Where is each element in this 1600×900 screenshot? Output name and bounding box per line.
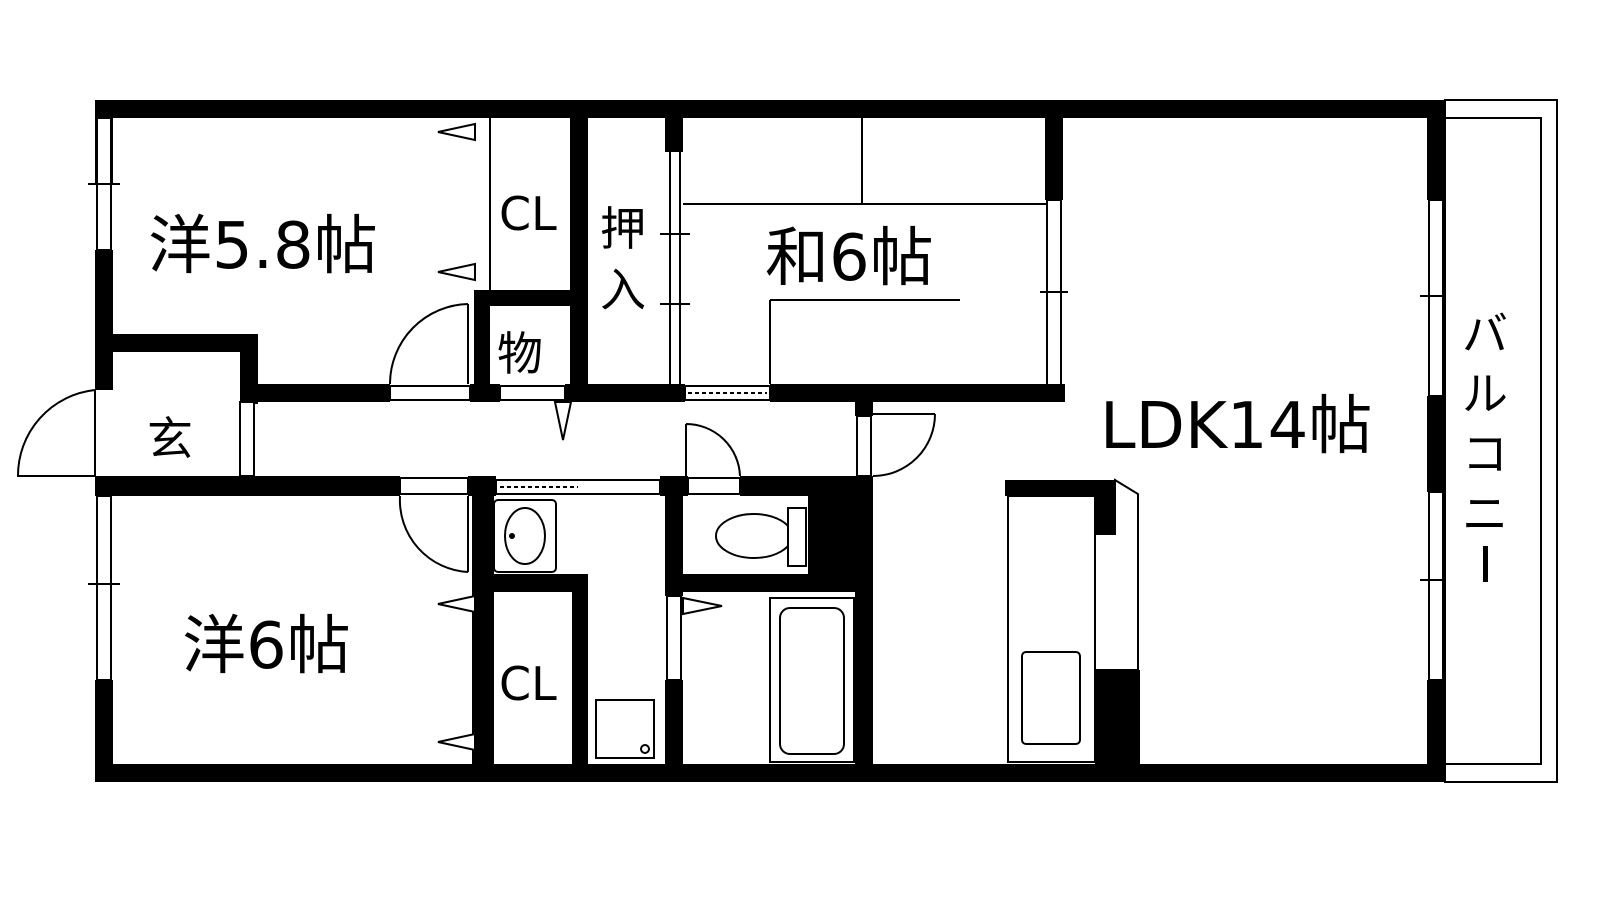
ldk-label: LDK14帖 xyxy=(1100,390,1372,464)
tatami xyxy=(683,118,1047,384)
closet-1-label: CL xyxy=(499,187,557,241)
balcony-char: ニ xyxy=(1462,487,1508,541)
closets xyxy=(489,118,690,764)
interior-walls xyxy=(95,100,1140,782)
windows xyxy=(88,117,1452,681)
western-room-1-label: 洋5.8帖 xyxy=(148,210,378,284)
balcony xyxy=(1444,99,1558,783)
doors xyxy=(16,122,936,752)
balcony-long-vowel xyxy=(1483,546,1488,582)
fixtures xyxy=(493,478,1139,763)
balcony-label: バ ル コ ニ xyxy=(1462,307,1508,582)
storage-label: 物 xyxy=(497,327,543,381)
closet-2-label: CL xyxy=(499,657,557,711)
balcony-char: バ xyxy=(1462,307,1508,361)
entrance-label: 玄 xyxy=(147,412,193,466)
balcony-char: コ xyxy=(1462,427,1508,481)
oshiire-label-1: 押 xyxy=(600,202,646,256)
oshiire-label-2: 入 xyxy=(600,263,646,317)
balcony-char: ル xyxy=(1462,367,1508,421)
japanese-room-label: 和6帖 xyxy=(765,222,934,296)
western-room-2-label: 洋6帖 xyxy=(182,610,351,684)
